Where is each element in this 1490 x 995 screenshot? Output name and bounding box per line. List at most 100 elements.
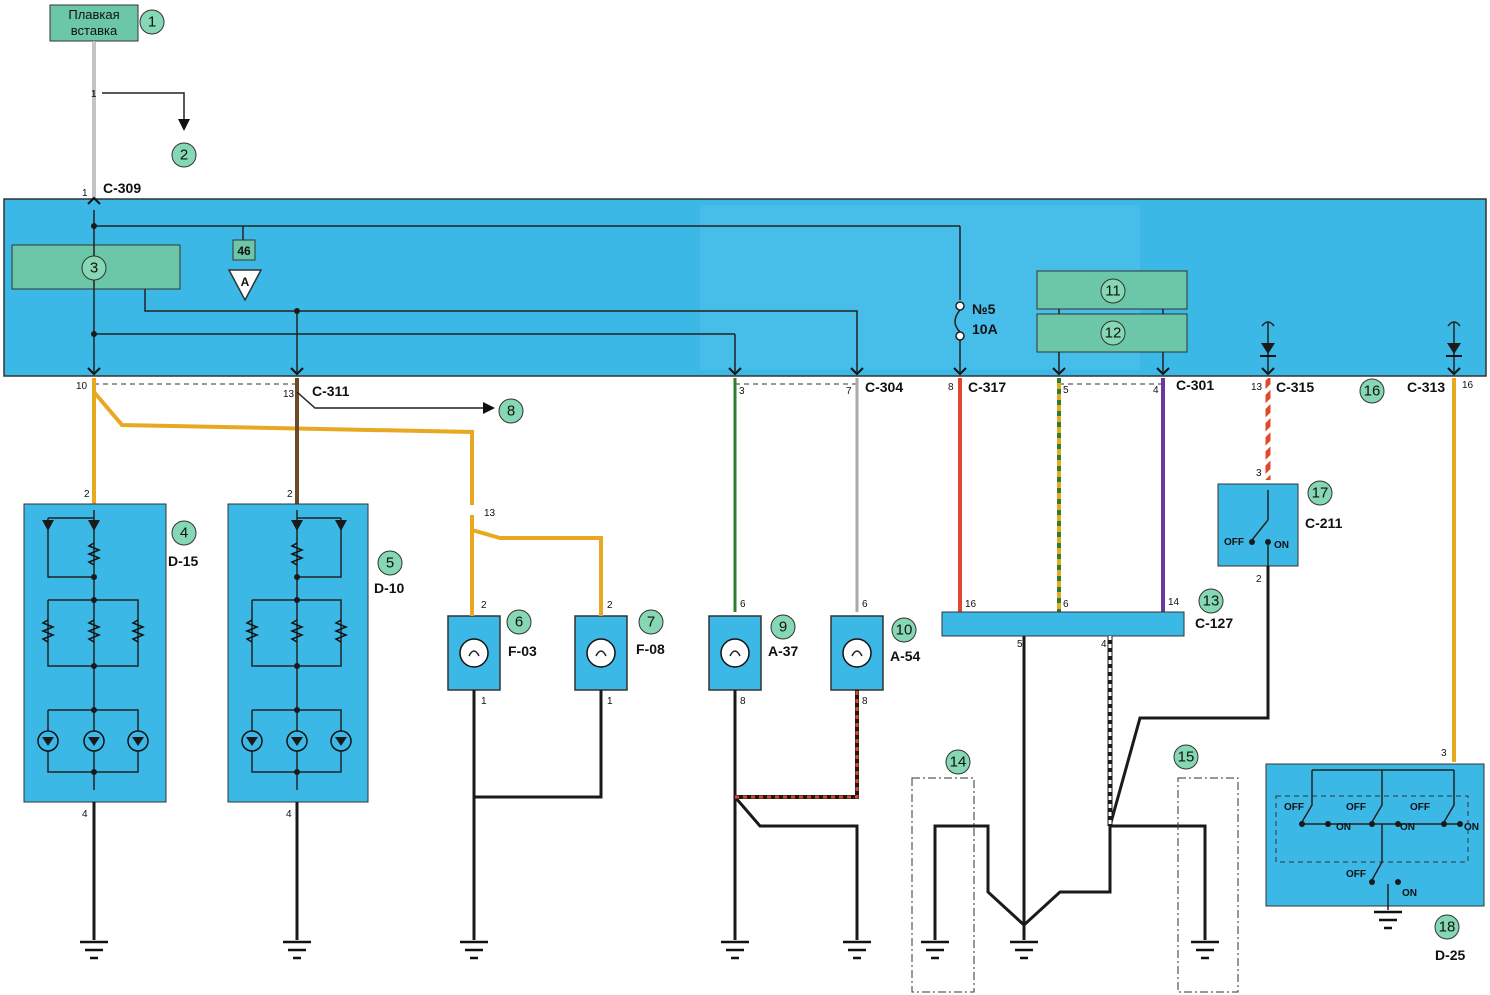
label-f03: F-03	[508, 643, 537, 659]
label-d10: D-10	[374, 580, 405, 596]
callout-circle	[1198, 588, 1224, 614]
svg-text:13: 13	[283, 389, 295, 400]
svg-text:2: 2	[287, 489, 293, 500]
callout-circle	[770, 614, 796, 640]
svg-text:6: 6	[862, 599, 868, 610]
svg-text:2: 2	[1256, 574, 1262, 585]
fuse-number: №5	[972, 301, 996, 317]
svg-text:2: 2	[84, 489, 90, 500]
callout-2: 2	[180, 147, 188, 164]
label-c317: C-317	[968, 379, 1006, 395]
svg-text:1: 1	[91, 89, 97, 100]
callout-14: 14	[950, 754, 967, 771]
svg-text:3: 3	[739, 386, 745, 397]
svg-text:16: 16	[965, 599, 977, 610]
callout-circle	[171, 142, 197, 168]
svg-text:4: 4	[286, 809, 292, 820]
svg-text:5: 5	[1063, 385, 1069, 396]
svg-text:1: 1	[481, 696, 487, 707]
svg-text:OFF: OFF	[1346, 869, 1366, 880]
callout-7: 7	[647, 614, 655, 631]
label-c315: C-315	[1276, 379, 1314, 395]
callout-circle	[139, 9, 165, 35]
c211-on: ON	[1274, 540, 1289, 551]
svg-text:4: 4	[1153, 385, 1159, 396]
svg-text:13: 13	[484, 508, 496, 519]
callout-4: 4	[180, 525, 188, 542]
label-c304: C-304	[865, 379, 903, 395]
ground-ref-triangle: A	[241, 275, 250, 289]
label-c311: C-311	[312, 383, 350, 399]
svg-text:16: 16	[1462, 380, 1474, 391]
callout-11: 11	[1105, 283, 1121, 300]
label-c309: C-309	[103, 180, 141, 196]
callout-circle	[498, 398, 524, 424]
callout-9: 9	[779, 619, 787, 636]
callout-circle	[1307, 480, 1333, 506]
svg-text:1: 1	[607, 696, 613, 707]
callout-15: 15	[1178, 749, 1195, 766]
svg-text:8: 8	[862, 696, 868, 707]
callout-12: 12	[1105, 325, 1122, 342]
callout-13: 13	[1203, 593, 1220, 610]
svg-text:10: 10	[76, 381, 88, 392]
svg-text:OFF: OFF	[1410, 802, 1430, 813]
label-d15: D-15	[168, 553, 199, 569]
connector-c127	[941, 611, 1185, 637]
svg-text:OFF: OFF	[1284, 802, 1304, 813]
callout-circle	[81, 255, 107, 281]
callout-5: 5	[386, 555, 394, 572]
callout-6: 6	[515, 614, 523, 631]
label-c211: C-211	[1305, 515, 1343, 531]
fuse-rating: 10A	[972, 321, 998, 337]
fuse-block-label-1: Плавкая	[68, 7, 119, 22]
svg-text:14: 14	[1168, 597, 1180, 608]
svg-text:13: 13	[1251, 382, 1263, 393]
svg-text:2: 2	[481, 600, 487, 611]
callout-16: 16	[1364, 383, 1381, 400]
ground-ref-box: 46	[237, 244, 251, 258]
svg-text:ON: ON	[1402, 888, 1417, 899]
svg-text:OFF: OFF	[1346, 802, 1366, 813]
callout-circle	[945, 749, 971, 775]
ground-symbol	[80, 940, 108, 960]
svg-text:3: 3	[1256, 468, 1262, 479]
svg-text:ON: ON	[1400, 822, 1415, 833]
svg-text:8: 8	[740, 696, 746, 707]
pin-numbers: 1 1 10 13 3 7 8 5 4 13 16 2 2 4 4 13 2 2…	[76, 89, 1474, 820]
svg-text:7: 7	[846, 386, 852, 397]
svg-text:4: 4	[1101, 639, 1107, 650]
callout-circle	[1434, 914, 1460, 940]
svg-text:4: 4	[82, 809, 88, 820]
svg-text:6: 6	[740, 599, 746, 610]
fuse-block-label-2: вставка	[71, 23, 118, 38]
callout-circle	[1100, 278, 1126, 304]
callout-1: 1	[148, 14, 156, 31]
callout-circle	[1173, 744, 1199, 770]
callout-circle	[891, 617, 917, 643]
label-a54: A-54	[890, 648, 921, 664]
svg-text:ON: ON	[1464, 822, 1479, 833]
callout-circle	[171, 520, 197, 546]
callout-8: 8	[507, 403, 515, 420]
svg-text:1: 1	[82, 188, 88, 199]
callout-18: 18	[1439, 919, 1456, 936]
svg-text:ON: ON	[1336, 822, 1351, 833]
callout-circle	[638, 609, 664, 635]
label-a37: A-37	[768, 643, 799, 659]
label-c127: C-127	[1195, 615, 1233, 631]
callout-circle	[377, 550, 403, 576]
svg-text:8: 8	[948, 382, 954, 393]
callout-circle	[506, 609, 532, 635]
fuse-block	[49, 4, 139, 42]
svg-text:5: 5	[1017, 639, 1023, 650]
label-c313: C-313	[1407, 379, 1445, 395]
svg-text:6: 6	[1063, 599, 1069, 610]
callout-circle	[1100, 320, 1126, 346]
callout-circle	[1359, 378, 1385, 404]
c211-off: OFF	[1224, 537, 1244, 548]
callout-17: 17	[1312, 485, 1329, 502]
label-c301: C-301	[1176, 377, 1214, 393]
